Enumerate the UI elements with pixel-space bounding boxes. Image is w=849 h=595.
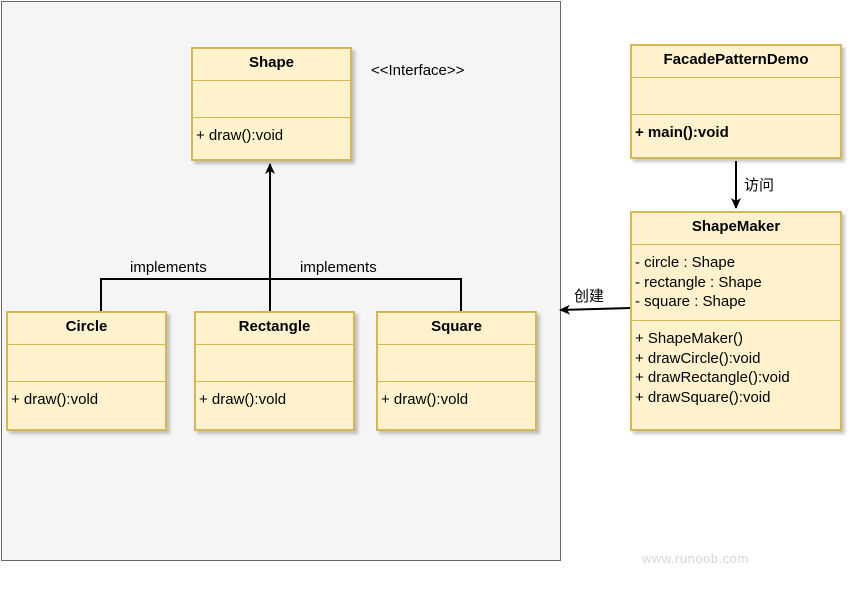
- shape-maker-operation: + drawSquare():void: [635, 388, 771, 406]
- shape-interface-box[interactable]: Shape + draw():void: [191, 47, 352, 161]
- square-operation: + draw():vold: [381, 391, 469, 408]
- shape-maker-attribute: - circle : Shape: [635, 254, 736, 271]
- facade-demo-class-box[interactable]: FacadePatternDemo + main():void: [630, 44, 842, 159]
- rectangle-operation: + draw():vold: [199, 391, 287, 408]
- shape-maker-class-name: ShapeMaker: [632, 213, 840, 245]
- circle-class-box[interactable]: Circle + draw():vold: [6, 311, 167, 431]
- facade-demo-attributes: [632, 78, 840, 115]
- shape-maker-operation: + drawCircle():void: [635, 349, 761, 367]
- watermark: www.runoob.com: [642, 551, 749, 566]
- rectangle-operations: + draw():vold: [196, 382, 353, 410]
- facade-demo-operation: + main():void: [635, 124, 729, 141]
- rectangle-class-box[interactable]: Rectangle + draw():vold: [194, 311, 355, 431]
- facade-demo-class-name: FacadePatternDemo: [632, 46, 840, 78]
- visit-label: 访问: [744, 177, 775, 194]
- shape-maker-operation: + drawRectangle():void: [635, 369, 790, 386]
- shape-operation: + draw():void: [196, 127, 284, 144]
- create-label: 创建: [574, 288, 605, 305]
- square-class-name: Square: [378, 313, 535, 345]
- rectangle-attributes: [196, 345, 353, 382]
- shape-maker-class-box[interactable]: ShapeMaker - circle : Shape - rectangle …: [630, 211, 842, 431]
- facade-demo-operations: + main():void: [632, 115, 840, 143]
- circle-attributes: [8, 345, 165, 382]
- rectangle-class-name: Rectangle: [196, 313, 353, 345]
- shape-operations: + draw():void: [193, 118, 350, 146]
- square-attributes: [378, 345, 535, 382]
- shape-maker-attribute: - square : Shape: [635, 293, 746, 310]
- circle-operation: + draw():vold: [11, 391, 99, 408]
- shape-maker-attribute: - rectangle : Shape: [635, 273, 762, 291]
- implements-edge-circle: [100, 278, 462, 311]
- shape-maker-operation: + ShapeMaker(): [635, 330, 743, 347]
- shape-maker-operations: + ShapeMaker() + drawCircle():void + dra…: [632, 321, 840, 407]
- square-operations: + draw():vold: [378, 382, 535, 410]
- interface-stereotype: <<Interface>>: [371, 62, 465, 79]
- implements-label-right: implements: [300, 259, 377, 276]
- shape-attributes: [193, 81, 350, 118]
- circle-class-name: Circle: [8, 313, 165, 345]
- square-class-box[interactable]: Square + draw():vold: [376, 311, 537, 431]
- shape-class-name: Shape: [193, 49, 350, 81]
- create-edge: [559, 304, 632, 315]
- implements-label-left: implements: [130, 259, 207, 276]
- shape-maker-attributes: - circle : Shape - rectangle : Shape - s…: [632, 245, 840, 321]
- circle-operations: + draw():vold: [8, 382, 165, 410]
